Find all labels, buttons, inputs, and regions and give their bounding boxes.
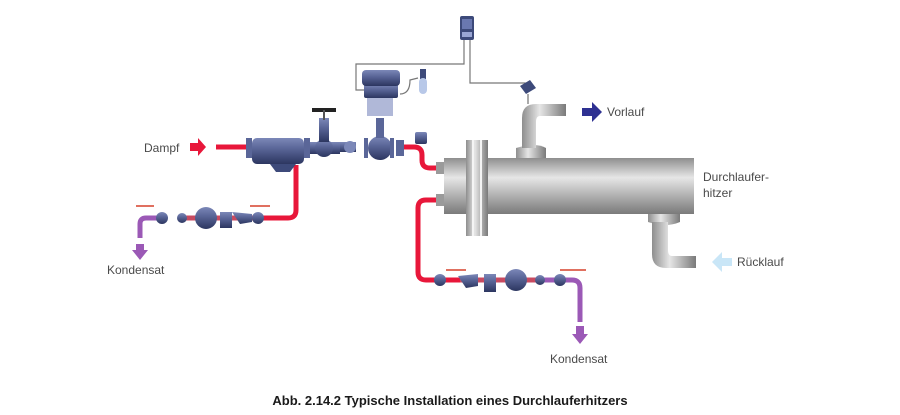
controller-unit	[460, 16, 474, 40]
condensate-label-left: Kondensat	[107, 263, 165, 277]
flow-out-arrow	[582, 102, 602, 122]
condensate-label-right: Kondensat	[550, 352, 608, 366]
control-valve	[340, 70, 404, 160]
steam-label: Dampf	[144, 141, 180, 155]
return-arrow	[712, 252, 732, 272]
steam-pipe	[216, 144, 460, 283]
air-vent	[415, 132, 427, 144]
temperature-sensor	[520, 80, 536, 104]
heat-exchanger	[436, 104, 696, 268]
figure-caption: Abb. 2.14.2 Typische Installation eines …	[272, 393, 628, 408]
condensate-fittings-right	[434, 269, 586, 292]
heater-label-line1: Durchlaufer-	[703, 170, 770, 184]
steam-inlet-arrow	[190, 138, 206, 156]
condensate-fittings-left	[136, 205, 270, 229]
condensate-arrow-left	[132, 244, 148, 260]
condensate-arrow-right	[572, 326, 588, 344]
heater-label-line2: hitzer	[703, 186, 733, 200]
filter-regulator	[419, 69, 427, 94]
flow-out-label: Vorlauf	[607, 105, 645, 119]
separator	[246, 138, 310, 172]
stop-valve	[310, 108, 340, 157]
return-label: Rücklauf	[737, 255, 784, 269]
